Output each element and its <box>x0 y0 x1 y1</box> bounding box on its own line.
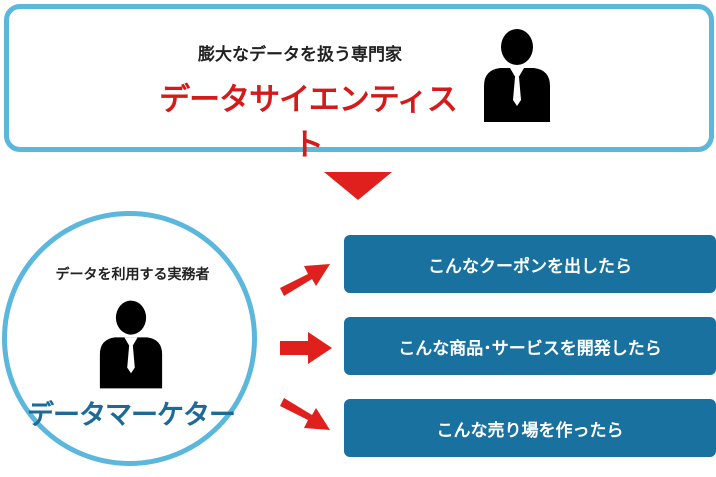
arrow-up-right-icon <box>280 264 330 296</box>
arrow-right-icon <box>280 332 332 364</box>
businessman-icon <box>99 300 163 389</box>
businessman-icon <box>484 29 550 122</box>
data-scientist-title: データサイエンティスト <box>159 82 458 163</box>
action-box-coupon: こんなクーポンを出したら <box>344 235 716 293</box>
action-box-product-development: こんな商品･サービスを開発したら <box>344 317 716 375</box>
data-scientist-box <box>4 4 714 152</box>
arrow-down-right-icon <box>280 398 330 430</box>
data-marketer-subtitle: データを利用する実務者 <box>55 267 210 283</box>
data-marketer-title: データマーケター <box>27 400 236 431</box>
down-arrow-icon <box>324 172 392 200</box>
data-scientist-subtitle: 膨大なデータを扱う専門家 <box>198 45 402 65</box>
action-box-sales-floor: こんな売り場を作ったら <box>344 399 716 457</box>
